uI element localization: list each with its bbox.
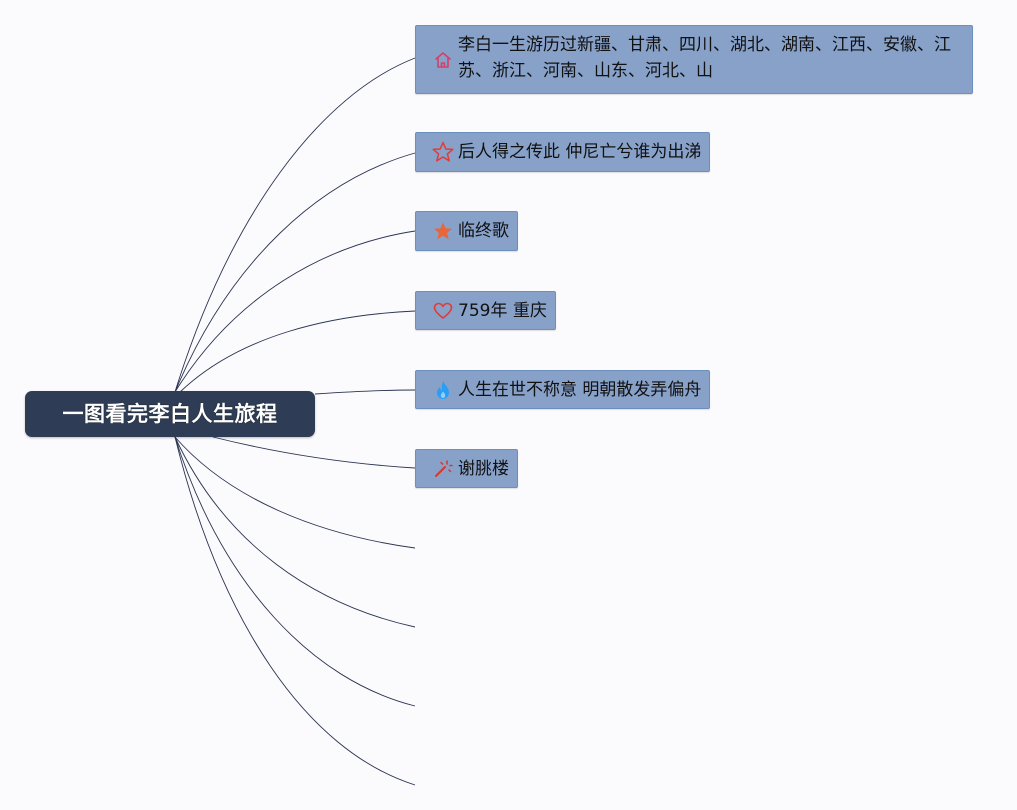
star-filled-icon	[432, 220, 454, 242]
branch-label: 临终歌	[458, 221, 509, 241]
connector-line	[212, 436, 416, 469]
flame-icon	[432, 379, 454, 401]
branch-label: 李白一生游历过新疆、甘肃、四川、湖北、湖南、江西、安徽、江苏、浙江、河南、山东、…	[458, 35, 951, 81]
home-icon	[432, 49, 454, 71]
magic-wand-icon	[432, 458, 454, 480]
branch-node-poem-quote[interactable]: 人生在世不称意 明朝散发弄偏舟	[415, 370, 711, 409]
connector-line	[174, 436, 416, 707]
connector-line	[174, 230, 416, 393]
branch-node-year-place[interactable]: 759年 重庆	[415, 291, 556, 330]
root-node[interactable]: 一图看完李白人生旅程	[25, 391, 315, 437]
connector-line	[174, 152, 416, 393]
connector-line	[174, 57, 416, 393]
branch-node-travels[interactable]: 李白一生游历过新疆、甘肃、四川、湖北、湖南、江西、安徽、江苏、浙江、河南、山东、…	[415, 25, 973, 94]
connector-line	[174, 436, 416, 549]
branch-label: 后人得之传此 仲尼亡兮谁为出涕	[458, 142, 702, 162]
branch-node-tower[interactable]: 谢朓楼	[415, 449, 518, 488]
connector-line	[174, 436, 416, 786]
connector-line	[179, 310, 416, 393]
branch-node-poem-line[interactable]: 后人得之传此 仲尼亡兮谁为出涕	[415, 132, 711, 172]
branch-label: 谢朓楼	[458, 459, 509, 479]
branch-label: 759年 重庆	[458, 301, 547, 321]
branch-label: 人生在世不称意 明朝散发弄偏舟	[458, 380, 702, 400]
star-outline-icon	[432, 141, 454, 163]
connector-line	[314, 389, 416, 395]
branch-node-last-song[interactable]: 临终歌	[415, 211, 518, 251]
connector-line	[174, 436, 416, 628]
heart-icon	[432, 300, 454, 322]
